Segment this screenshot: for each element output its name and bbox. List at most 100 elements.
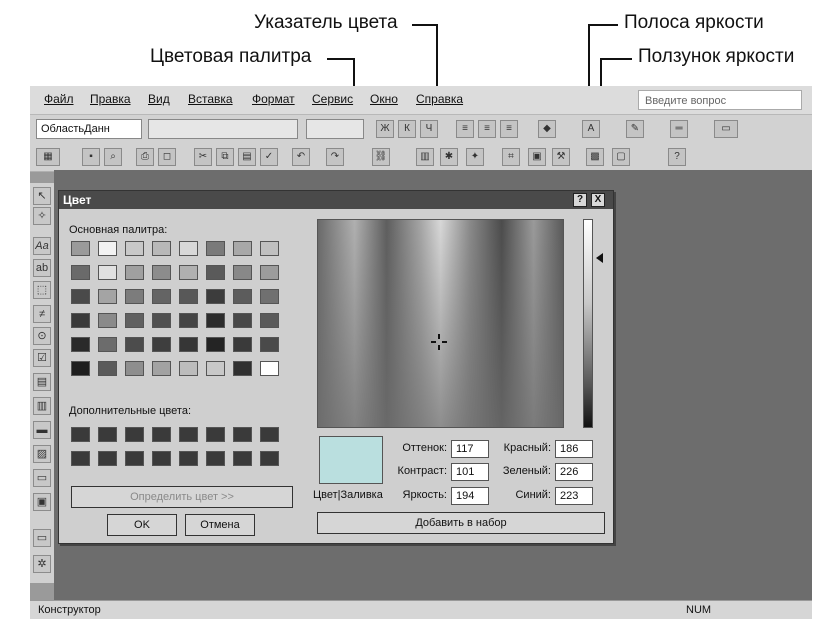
view-icon[interactable]: ▦	[36, 148, 60, 166]
code-icon[interactable]: ⌗	[502, 148, 520, 166]
color-swatch[interactable]	[71, 289, 90, 304]
toggle-button-icon[interactable]: ≠	[33, 305, 51, 323]
print-icon[interactable]: ⎙	[136, 148, 154, 166]
color-swatch[interactable]	[233, 265, 252, 280]
align-left-button[interactable]: ≡	[456, 120, 474, 138]
color-swatch[interactable]	[206, 361, 225, 376]
undo-icon[interactable]: ↶	[292, 148, 310, 166]
color-swatch[interactable]	[260, 289, 279, 304]
menu-window[interactable]: Окно	[370, 92, 398, 106]
special-effect-icon[interactable]: ▭	[714, 120, 738, 138]
color-swatch[interactable]	[71, 265, 90, 280]
color-swatch[interactable]	[71, 337, 90, 352]
object-combo[interactable]: ОбластьДанн	[36, 119, 142, 139]
color-swatch[interactable]	[179, 265, 198, 280]
color-swatch[interactable]	[71, 451, 90, 466]
color-swatch[interactable]	[152, 289, 171, 304]
save-icon[interactable]: ▪	[82, 148, 100, 166]
help-icon[interactable]: ?	[668, 148, 686, 166]
help-title-button[interactable]: ?	[573, 193, 587, 207]
color-swatch[interactable]	[152, 241, 171, 256]
preview-icon[interactable]: ◻	[158, 148, 176, 166]
color-swatch[interactable]	[206, 313, 225, 328]
color-swatch[interactable]	[125, 451, 144, 466]
define-custom-colors-button[interactable]: Определить цвет >>	[71, 486, 293, 508]
color-swatch[interactable]	[125, 361, 144, 376]
control-wizards-icon[interactable]: ✧	[33, 207, 51, 225]
color-swatch[interactable]	[260, 451, 279, 466]
align-right-button[interactable]: ≡	[500, 120, 518, 138]
menu-insert[interactable]: Вставка	[188, 92, 233, 106]
color-swatch[interactable]	[260, 427, 279, 442]
color-swatch[interactable]	[206, 427, 225, 442]
color-swatch[interactable]	[71, 427, 90, 442]
color-swatch[interactable]	[71, 241, 90, 256]
checkbox-icon[interactable]: ☑	[33, 349, 51, 367]
color-spectrum[interactable]	[317, 219, 564, 428]
database-window-icon[interactable]: ▩	[586, 148, 604, 166]
color-swatch[interactable]	[98, 265, 117, 280]
menu-edit[interactable]: Правка	[90, 92, 131, 106]
color-swatch[interactable]	[152, 313, 171, 328]
color-swatch[interactable]	[260, 265, 279, 280]
close-title-button[interactable]: X	[591, 193, 605, 207]
listbox-icon[interactable]: ▥	[33, 397, 51, 415]
color-swatch[interactable]	[179, 241, 198, 256]
ask-question-box[interactable]: Введите вопрос	[638, 90, 802, 110]
line-width-icon[interactable]: ═	[670, 120, 688, 138]
color-swatch[interactable]	[125, 265, 144, 280]
color-swatch[interactable]	[125, 427, 144, 442]
color-swatch[interactable]	[98, 337, 117, 352]
color-swatch[interactable]	[233, 241, 252, 256]
color-swatch[interactable]	[260, 241, 279, 256]
color-swatch[interactable]	[260, 361, 279, 376]
properties-icon[interactable]: ▣	[528, 148, 546, 166]
color-swatch[interactable]	[71, 361, 90, 376]
color-swatch[interactable]	[152, 427, 171, 442]
field-list-icon[interactable]: ▥	[416, 148, 434, 166]
line-color-icon[interactable]: ✎	[626, 120, 644, 138]
more-controls-icon[interactable]: ✲	[33, 555, 51, 573]
font-combo[interactable]	[148, 119, 298, 139]
color-pointer-icon[interactable]	[431, 334, 447, 350]
color-swatch[interactable]	[206, 289, 225, 304]
font-color-icon[interactable]: A	[582, 120, 600, 138]
redo-icon[interactable]: ↷	[326, 148, 344, 166]
color-swatch[interactable]	[125, 289, 144, 304]
color-swatch[interactable]	[233, 337, 252, 352]
ok-button[interactable]: OK	[107, 514, 177, 536]
color-swatch[interactable]	[260, 337, 279, 352]
color-swatch[interactable]	[179, 313, 198, 328]
color-swatch[interactable]	[260, 313, 279, 328]
color-swatch[interactable]	[98, 427, 117, 442]
builder-icon[interactable]: ⚒	[552, 148, 570, 166]
menu-view[interactable]: Вид	[148, 92, 170, 106]
underline-button[interactable]: Ч	[420, 120, 438, 138]
sat-field[interactable]: 101	[451, 463, 489, 481]
luminance-slider[interactable]	[596, 253, 603, 263]
bold-button[interactable]: Ж	[376, 120, 394, 138]
format-painter-icon[interactable]: ✓	[260, 148, 278, 166]
color-swatch[interactable]	[233, 361, 252, 376]
color-swatch[interactable]	[179, 427, 198, 442]
color-swatch[interactable]	[125, 241, 144, 256]
color-swatch[interactable]	[152, 337, 171, 352]
autoformat-icon[interactable]: ✦	[466, 148, 484, 166]
color-swatch[interactable]	[233, 313, 252, 328]
bound-frame-icon[interactable]: ▣	[33, 493, 51, 511]
hue-field[interactable]: 117	[451, 440, 489, 458]
option-button-icon[interactable]: ⊙	[33, 327, 51, 345]
green-field[interactable]: 226	[555, 463, 593, 481]
add-to-custom-colors-button[interactable]: Добавить в набор	[317, 512, 605, 534]
search-icon[interactable]: ⌕	[104, 148, 122, 166]
color-swatch[interactable]	[98, 313, 117, 328]
unbound-frame-icon[interactable]: ▭	[33, 469, 51, 487]
color-swatch[interactable]	[125, 313, 144, 328]
color-swatch[interactable]	[125, 337, 144, 352]
italic-button[interactable]: К	[398, 120, 416, 138]
new-object-icon[interactable]: ▢	[612, 148, 630, 166]
color-swatch[interactable]	[206, 451, 225, 466]
paste-icon[interactable]: ▤	[238, 148, 256, 166]
size-combo[interactable]	[306, 119, 364, 139]
combobox-icon[interactable]: ▤	[33, 373, 51, 391]
